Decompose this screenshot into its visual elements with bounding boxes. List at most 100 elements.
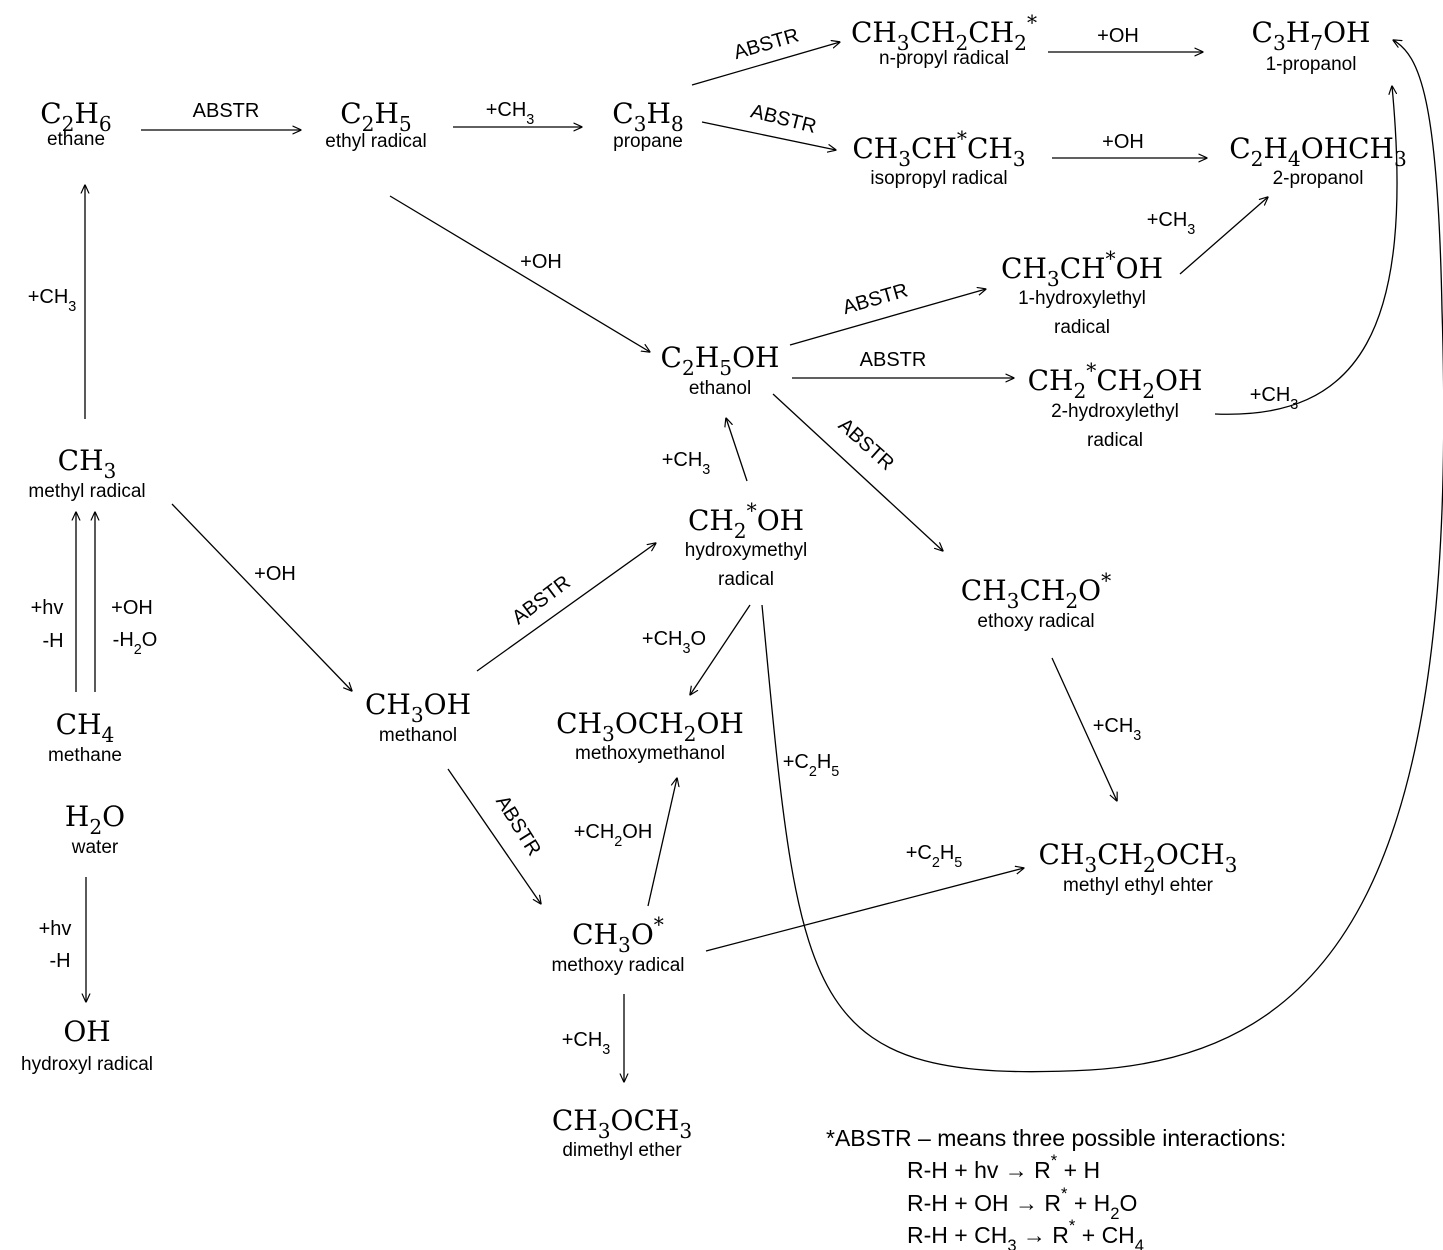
formula-ethane: C2H6	[40, 97, 112, 136]
footnote-line-2: R-H + OH → R* + H2O	[907, 1184, 1137, 1223]
name-isopropyl: isopropyl radical	[870, 168, 1007, 189]
formula-methanol: CH3OH	[365, 688, 471, 727]
formula-ethanol: C2H5OH	[661, 341, 780, 380]
name-water: water	[71, 837, 119, 858]
name-ethoxy: ethoxy radical	[977, 611, 1094, 632]
arrow-methoxy_methoxymethanol	[647, 778, 677, 907]
name-methane: methane	[48, 745, 122, 766]
formula-methane: CH4	[56, 708, 115, 747]
label-ethyl_ethanol: +OH	[520, 251, 562, 273]
formula-npropyl: CH3CH2CH2*	[851, 11, 1037, 55]
label-methyl_methanol: +OH	[254, 563, 296, 585]
footnote-title: *ABSTR – means three possible interactio…	[826, 1125, 1286, 1151]
name-hydroxyethyl2-2: radical	[1087, 430, 1143, 451]
name-methyl: methyl radical	[28, 481, 145, 502]
label-isopropyl_propanol2: +OH	[1102, 131, 1144, 153]
arrow-methanol_methoxy	[447, 768, 541, 904]
arrow-ethyl_ethanol	[389, 195, 650, 352]
reaction-labels: ABSTR+CH3ABSTRABSTR+OH+OH+CH3+OHABSTRABS…	[28, 24, 1299, 1057]
name-ethane: ethane	[47, 129, 105, 150]
name-hydroxymethyl-1: hydroxymethyl	[685, 540, 808, 561]
formula-hydroxyethyl1: CH3CH*OH	[1001, 247, 1163, 291]
name-hydroxyl: hydroxyl radical	[21, 1054, 153, 1075]
label-methane_methyl_a_2: -H	[42, 630, 63, 652]
label-water_hydroxyl_2: -H	[49, 950, 70, 972]
name-hydroxyethyl2-1: 2-hydroxylethyl	[1051, 401, 1179, 422]
formula-hydroxyl: OH	[63, 1015, 110, 1048]
name-dimethylether: dimethyl ether	[562, 1140, 682, 1161]
arrow-methyl_methanol	[171, 503, 352, 691]
name-hydroxyethyl1-2: radical	[1054, 317, 1110, 338]
label-propane_npropyl: ABSTR	[731, 24, 801, 64]
node-npropyl: CH3CH2CH2*n-propyl radical	[851, 11, 1037, 69]
formula-methoxymethanol: CH3OCH2OH	[556, 707, 744, 746]
arrow-methoxy_methylethylether	[705, 868, 1024, 952]
formula-isopropyl: CH3CH*CH3	[852, 127, 1025, 171]
name-propane: propane	[613, 131, 683, 152]
name-methylethylether: methyl ethyl ehter	[1063, 875, 1214, 896]
formula-propanol1: C3H7OH	[1252, 16, 1371, 55]
footnote-line-1: R-H + hv → R* + H	[907, 1151, 1100, 1183]
name-hydroxymethyl-2: radical	[718, 569, 774, 590]
formula-methylethylether: CH3CH2OCH3	[1039, 838, 1238, 877]
name-propanol2: 2-propanol	[1273, 168, 1364, 189]
label-npropyl_propanol1: +OH	[1097, 25, 1139, 47]
label-methoxy_methoxymethanol: +CH2OH	[574, 821, 653, 850]
label-ethanol_ethoxy: ABSTR	[834, 414, 898, 475]
formula-hydroxyethyl2: CH2*CH2OH	[1028, 359, 1203, 403]
label-methyl_ethane: +CH3	[28, 286, 77, 315]
formula-water: H2O	[65, 800, 125, 839]
formula-hydroxymethyl: CH2*OH	[688, 499, 804, 543]
name-methanol: methanol	[379, 725, 457, 746]
label-methoxy_methylethylether: +C2H5	[906, 842, 963, 871]
arrow-propane_isopropyl	[701, 121, 836, 150]
node-methoxy: CH3O*methoxy radical	[551, 913, 684, 976]
formula-propanol2: C2H4OHCH3	[1229, 132, 1407, 171]
node-hydroxyl: OH hydroxyl radical	[21, 1015, 153, 1075]
node-ethoxy: CH3CH2O*ethoxy radical	[961, 569, 1111, 632]
label-hydroxymethyl_methoxymethanol: +CH3O	[642, 628, 706, 657]
formula-dimethylether: CH3OCH3	[552, 1104, 692, 1143]
label-methane_methyl_b_2: -H2O	[113, 629, 158, 658]
label-hydroxymethyl_ethanol: +CH3	[662, 449, 711, 478]
arrow-methanol_hydroxymethyl	[476, 543, 656, 672]
name-ethanol: ethanol	[689, 378, 751, 399]
name-npropyl: n-propyl radical	[879, 48, 1009, 69]
label-methanol_methoxy: ABSTR	[491, 792, 545, 860]
label-hydroxymethyl_propanol1: +C2H5	[783, 751, 840, 780]
label-hydroxyethyl2_propanol1: +CH3	[1250, 384, 1299, 413]
formula-methoxy: CH3O*	[572, 913, 664, 957]
label-ethoxy_methylethylether: +CH3	[1093, 715, 1142, 744]
label-propane_isopropyl: ABSTR	[748, 100, 818, 137]
arrow-propane_npropyl	[691, 42, 840, 86]
arrow-ethoxy_methylethylether	[1051, 657, 1117, 801]
label-ethyl_propane: +CH3	[486, 99, 535, 128]
arrow-hydroxymethyl_propanol1	[761, 40, 1443, 1073]
formula-methyl: CH3	[58, 444, 117, 483]
label-methane_methyl_a_1: +hv	[31, 597, 64, 619]
arrow-hydroxyethyl1_propanol2	[1179, 197, 1268, 275]
abstr-footnote: *ABSTR – means three possible interactio…	[826, 1125, 1286, 1250]
footnote-line-3: R-H + CH3 → R* + CH4	[907, 1216, 1144, 1250]
label-hydroxyethyl1_propanol2: +CH3	[1147, 209, 1196, 238]
reaction-arrows	[76, 40, 1443, 1082]
formula-propane: C3H8	[612, 97, 684, 136]
label-ethane_ethyl: ABSTR	[193, 100, 260, 122]
